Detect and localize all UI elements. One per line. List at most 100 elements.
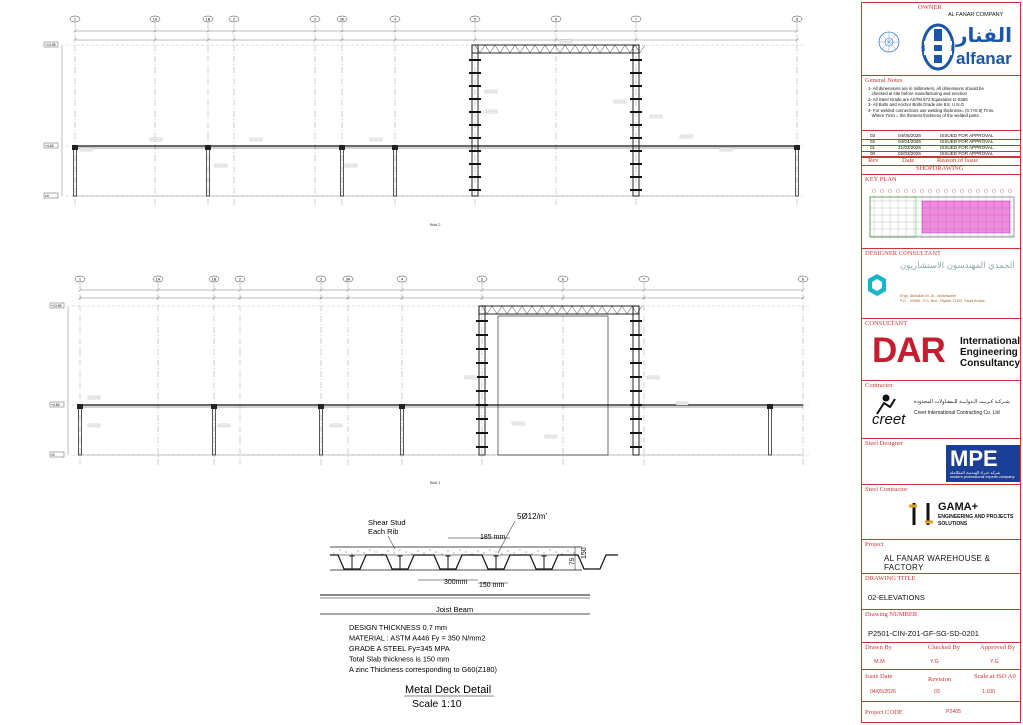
revision-value: 03 [934, 689, 940, 695]
revision-col-date: Date [902, 157, 915, 164]
grid-bubble [630, 15, 642, 23]
concrete-hatch [501, 553, 503, 555]
concrete-hatch [525, 551, 527, 553]
dimension-tick [393, 38, 397, 42]
truss-web [509, 44, 516, 54]
girt [630, 320, 642, 322]
truss-web [636, 305, 643, 315]
girt [469, 59, 481, 61]
truss-web [571, 305, 578, 315]
steel-designer-panel: Steel Designer MPE شركة خبراء الهندسة ال… [862, 439, 1020, 485]
girt [630, 98, 642, 100]
drawn-by: M.M [874, 659, 885, 665]
revision-label: Revision [928, 676, 952, 683]
truss-web [486, 305, 493, 315]
girt [630, 390, 642, 392]
project-code-label: Project CODE [865, 709, 903, 716]
truss-web [504, 44, 511, 54]
grid-bubble [152, 275, 164, 283]
girt [630, 124, 642, 126]
concrete-hatch [369, 549, 371, 551]
grid-label: 7 [635, 18, 637, 22]
truss-web [496, 305, 503, 315]
girt [630, 176, 642, 178]
revision-reason: ISSUED FOR APPROVAL [940, 145, 994, 150]
grid-label: 8 [802, 278, 804, 282]
truss-web [536, 305, 543, 315]
grid-label: 5 [474, 18, 476, 22]
dimension-tick [78, 296, 82, 300]
truss-web [474, 44, 481, 54]
general-notes-list: 1- All dimensions are in millimeters, Al… [868, 86, 994, 118]
dimension-tick [73, 29, 77, 33]
dimension-tick [212, 288, 216, 292]
designer-arabic-name: الحمدي المهندسون الاستشاريون [900, 261, 1015, 271]
girt [630, 137, 642, 139]
grid-bubble [149, 15, 161, 23]
concrete-hatch [393, 552, 395, 554]
girt [630, 163, 642, 165]
truss-web [544, 44, 551, 54]
general-note-line: 1- All dimensions are in millimeters, Al… [868, 86, 984, 91]
revision-date: 02/03/2026 [898, 151, 921, 156]
dimension-tick [232, 29, 236, 33]
deck-detail-title: Metal Deck Detail [405, 684, 491, 696]
level-tag [43, 41, 59, 48]
concrete-hatch [507, 550, 509, 552]
drawing-title-value: 02-ELEVATIONS [868, 593, 925, 602]
truss-web [559, 44, 566, 54]
steel-designer-header: Steel Designer [865, 440, 904, 447]
concrete-hatch [387, 550, 389, 552]
concrete-hatch [399, 549, 401, 551]
girt [630, 189, 642, 191]
dimension-tick [795, 29, 799, 33]
truss-web [514, 44, 521, 54]
dimension-tick [319, 288, 323, 292]
consultant-line-2: Engineering [960, 347, 1018, 358]
grid-label: 3A [346, 278, 351, 282]
concrete-hatch [489, 549, 491, 551]
dimension-tick [795, 38, 799, 42]
dim-75: 75 [569, 557, 576, 565]
revision-rev: 00 [870, 151, 876, 156]
grid-bubble [69, 15, 81, 23]
scale-value: 1:100 [982, 689, 995, 695]
dimension-tick [400, 288, 404, 292]
dimension-tick [642, 296, 646, 300]
concrete-hatch [435, 551, 437, 553]
concrete-hatch [339, 549, 341, 551]
consultant-line-3: Consultancy [960, 358, 1020, 369]
truss-web [516, 305, 523, 315]
mpe-english: modern professional experts company [950, 475, 1015, 479]
dimension-tick [561, 296, 565, 300]
concrete-hatch [549, 549, 551, 551]
grid-bubble [638, 275, 650, 283]
signoff-row-2: Issue Date Revision Scale at ISO A0 04/0… [862, 670, 1020, 702]
truss-web [584, 44, 591, 54]
deck-spec-line: GRADE A STEEL Fy=345 MPA [349, 644, 450, 653]
deck-spec-line: MATERIAL : ASTM A446 Fy = 350 N/mm2 [349, 634, 485, 643]
designer-consultant-header: DESIGNER CONSULTANT [865, 250, 941, 257]
dimension-tick [473, 29, 477, 33]
truss-web [489, 44, 496, 54]
designer-cube-icon [868, 274, 886, 296]
deck-detail-scale: Scale 1:10 [412, 698, 462, 710]
concrete-hatch [357, 550, 359, 552]
connection-plate [767, 404, 773, 409]
concrete-hatch [345, 551, 347, 553]
level-label: ±0 [51, 453, 55, 457]
alfanar-logo: الفنار alfanar [920, 21, 1018, 73]
dimension-tick [156, 296, 160, 300]
steel-contractor-header: Steel Contractor [865, 486, 908, 493]
approved-by: Y.G [990, 659, 999, 665]
truss-web [626, 305, 633, 315]
grid-label: 4 [401, 278, 403, 282]
concrete-hatch [555, 551, 557, 553]
truss-web [556, 305, 563, 315]
grid-bubble [557, 275, 569, 283]
girt [476, 418, 488, 420]
girt [469, 189, 481, 191]
steel-contractor-panel: Steel Contractor GAMA+ ENGINEERING AND P… [862, 485, 1020, 540]
dimension-tick [156, 288, 160, 292]
